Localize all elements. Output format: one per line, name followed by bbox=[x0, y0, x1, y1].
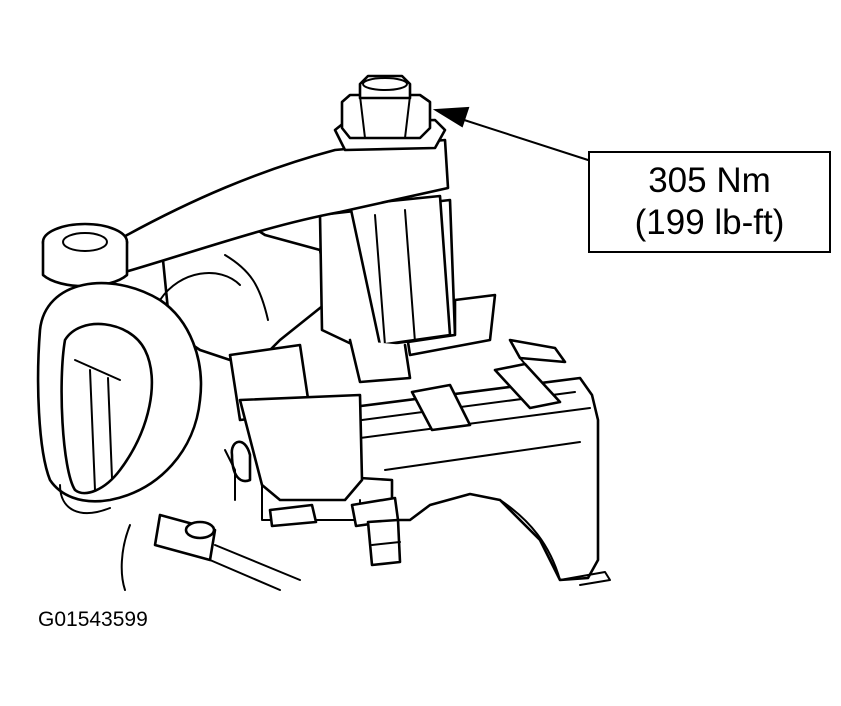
input-shaft bbox=[153, 449, 301, 591]
pitman-arm bbox=[41, 138, 450, 321]
torque-imperial-value: (199 lb-ft) bbox=[634, 203, 785, 242]
figure-id-label: G01543599 bbox=[38, 608, 148, 631]
callout-leader bbox=[432, 106, 589, 161]
input-housing bbox=[36, 272, 241, 591]
torque-metric-value: 305 Nm bbox=[648, 161, 771, 200]
torque-spec-callout: 305 Nm (199 lb-ft) bbox=[588, 151, 831, 253]
sector-shaft-housing bbox=[318, 194, 497, 384]
mounting-strap bbox=[410, 338, 567, 432]
arrowhead-icon bbox=[432, 106, 470, 128]
pitman-nut bbox=[333, 74, 447, 152]
